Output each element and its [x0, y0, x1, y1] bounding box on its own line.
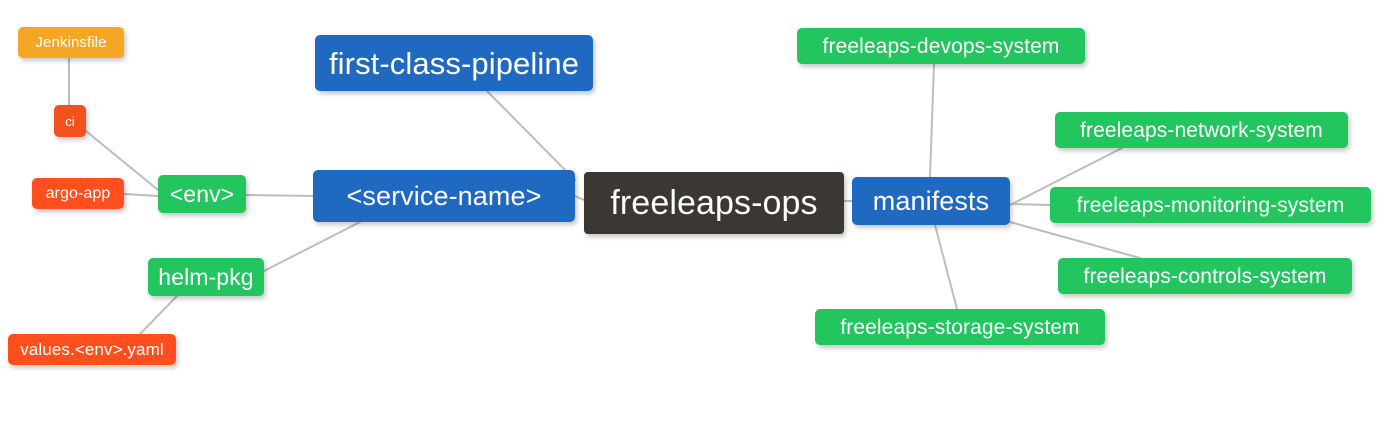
edge-service-pipeline	[486, 90, 576, 181]
node-label: freeleaps-storage-system	[840, 315, 1080, 339]
node-argo-app[interactable]: argo-app	[32, 178, 124, 209]
edge-manifests-storage	[934, 224, 958, 310]
node-freeleaps-storage-system[interactable]: freeleaps-storage-system	[815, 309, 1105, 345]
node-label: <env>	[169, 180, 235, 207]
node-ci[interactable]: ci	[54, 105, 86, 137]
edge-env-argo	[123, 193, 159, 197]
node-freeleaps-monitoring-system[interactable]: freeleaps-monitoring-system	[1050, 187, 1371, 223]
node-values-env-yaml[interactable]: values.<env>.yaml	[8, 334, 176, 365]
node-label: first-class-pipeline	[328, 45, 580, 81]
node-label: manifests	[872, 185, 990, 216]
node-label: ci	[65, 113, 75, 129]
node-manifests[interactable]: manifests	[852, 177, 1010, 225]
node-label: Jenkinsfile	[35, 34, 107, 51]
node-label: helm-pkg	[158, 263, 254, 290]
node-label: freeleaps-ops	[610, 184, 818, 222]
edge-helm-values	[139, 295, 178, 335]
edge-service-helm	[263, 221, 361, 272]
node-helm-pkg[interactable]: helm-pkg	[148, 258, 264, 296]
node-label: freeleaps-monitoring-system	[1076, 193, 1345, 217]
node-freeleaps-ops[interactable]: freeleaps-ops	[584, 172, 844, 234]
node-freeleaps-devops-system[interactable]: freeleaps-devops-system	[797, 28, 1085, 64]
node-jenkinsfile[interactable]: Jenkinsfile	[18, 27, 124, 58]
node-first-class-pipeline[interactable]: first-class-pipeline	[315, 35, 593, 91]
node-service-name[interactable]: <service-name>	[313, 170, 575, 222]
node-label: freeleaps-network-system	[1080, 118, 1323, 142]
node-label: <service-name>	[346, 180, 542, 211]
edge-manifests-monit	[1009, 203, 1051, 206]
node-label: freeleaps-devops-system	[822, 34, 1060, 58]
edge-service-env	[245, 194, 314, 197]
node-label: argo-app	[45, 184, 111, 202]
node-label: freeleaps-controls-system	[1083, 264, 1327, 288]
edge-ops-service	[574, 195, 585, 201]
node-env[interactable]: <env>	[158, 175, 246, 213]
node-freeleaps-network-system[interactable]: freeleaps-network-system	[1055, 112, 1348, 148]
edge-manifests-devops	[929, 63, 935, 178]
edge-manifests-controls	[1009, 221, 1141, 259]
node-freeleaps-controls-system[interactable]: freeleaps-controls-system	[1058, 258, 1352, 294]
node-label: values.<env>.yaml	[20, 340, 164, 359]
